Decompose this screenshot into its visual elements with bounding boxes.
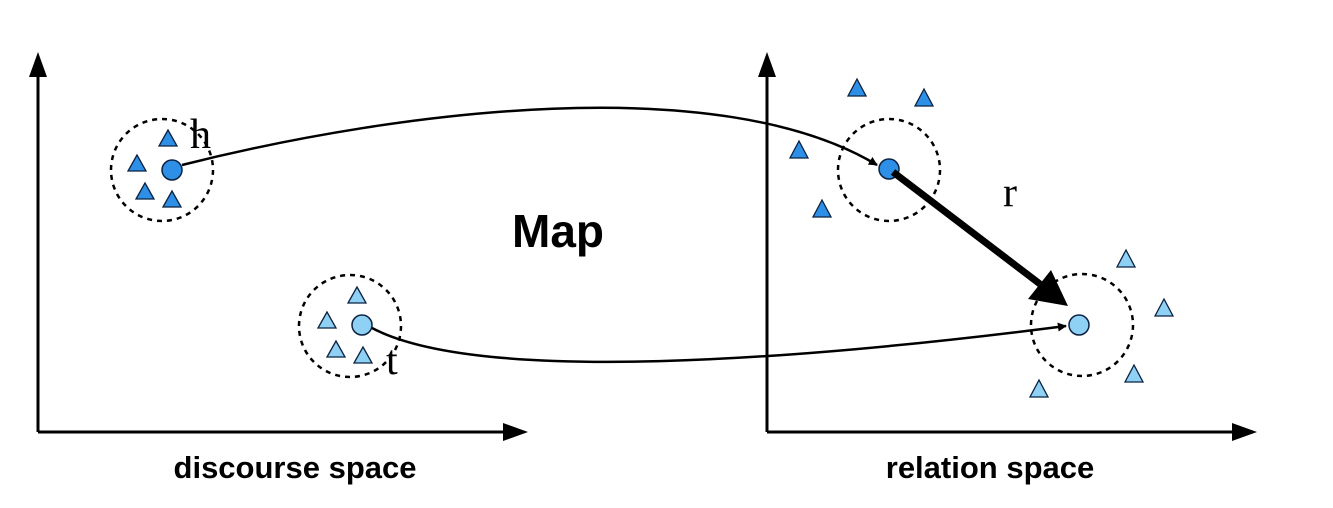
relation-y-arrowhead	[758, 52, 776, 77]
head-mapping-arrow	[181, 106, 878, 167]
relation-space-axes	[758, 52, 1257, 441]
relation-space-label: relation space	[886, 450, 1094, 485]
relation-vector-arrow	[890, 169, 1068, 306]
relation-label: r	[1003, 170, 1017, 216]
head-neighbor-triangle	[126, 153, 148, 172]
tail-entity-node	[351, 314, 373, 336]
head-neighborhood-circle	[109, 117, 215, 223]
discourse-y-arrowhead	[29, 52, 47, 77]
tail-neighbor-triangle	[352, 345, 374, 364]
discourse-space-axes	[29, 52, 528, 441]
head-neighbor-triangle	[134, 181, 156, 200]
tail-neighbor-triangle	[325, 339, 347, 358]
head-entity-node	[161, 159, 183, 181]
discourse-space-label: discourse space	[174, 450, 417, 485]
tail-label: t	[386, 338, 398, 384]
tail-neighbor-triangle	[346, 285, 368, 304]
tail-mapping-arrow	[371, 322, 1067, 364]
discourse-x-arrowhead	[503, 423, 528, 441]
head-cluster-relation	[788, 77, 942, 223]
mapped-head-neighbor-triangle	[846, 77, 868, 97]
head-neighbor-triangle	[161, 189, 183, 208]
tail-cluster-relation	[1028, 248, 1175, 398]
mapped-tail-neighbor-triangle	[1123, 363, 1145, 383]
tail-cluster-discourse	[297, 273, 403, 379]
mapped-tail-entity-node	[1068, 314, 1090, 336]
mapped-head-neighbor-triangle	[913, 87, 935, 107]
mapped-head-neighbor-triangle	[811, 198, 833, 218]
map-label: Map	[512, 205, 604, 257]
head-label: h	[190, 112, 211, 158]
mapped-head-neighbor-triangle	[788, 139, 810, 159]
mapped-tail-neighborhood-circle	[1029, 272, 1135, 378]
relation-x-arrowhead	[1232, 423, 1257, 441]
head-neighbor-triangle	[157, 128, 179, 147]
mapped-head-neighborhood-circle	[836, 117, 942, 223]
tail-neighborhood-circle	[297, 273, 403, 379]
mapped-tail-neighbor-triangle	[1115, 248, 1137, 268]
mapped-tail-neighbor-triangle	[1028, 378, 1050, 398]
tail-neighbor-triangle	[316, 310, 338, 329]
mapped-tail-neighbor-triangle	[1153, 297, 1175, 317]
head-cluster-discourse	[109, 117, 215, 223]
